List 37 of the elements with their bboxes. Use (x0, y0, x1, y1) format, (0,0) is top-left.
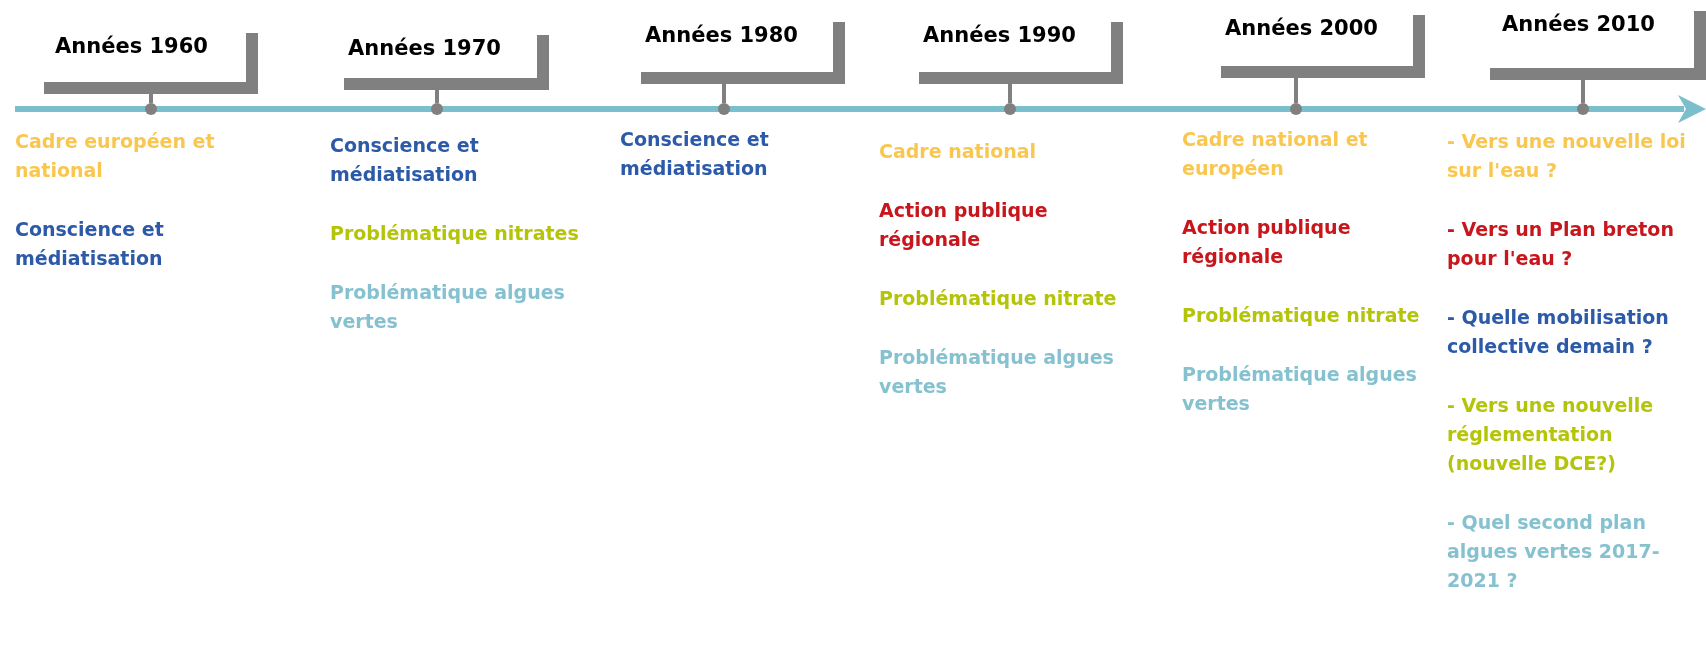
timeline-note: Problématique algues vertes (1182, 362, 1418, 416)
timeline-note: - Quelle mobilisation collective demain ? (1447, 305, 1670, 359)
year-bracket (1490, 11, 1706, 80)
connector-stem (1008, 84, 1012, 103)
timeline-note: Conscience et médiatisation (330, 133, 480, 187)
year-label: Années 1960 (55, 33, 208, 59)
timeline-note: Problématique algues vertes (330, 280, 566, 334)
timeline-note: Action publique régionale (1182, 215, 1352, 269)
timeline-note: Problématique nitrates (330, 221, 580, 246)
timeline-note: Conscience et médiatisation (620, 127, 770, 181)
timeline-note: - Vers une nouvelle réglementation (nouvelle DCE?) (1447, 393, 1655, 476)
connector-stem (1581, 80, 1585, 103)
timeline-note: Cadre national et européen (1182, 127, 1369, 181)
year-label: Années 1970 (348, 35, 501, 61)
timeline-note: Action publique régionale (879, 198, 1049, 252)
year-label: Années 1990 (923, 22, 1076, 48)
timeline-note: - Vers une nouvelle loi sur l'eau ? (1447, 129, 1687, 183)
timeline-note: Problématique algues vertes (879, 345, 1115, 399)
connector-stem (435, 90, 439, 103)
year-bracket (344, 35, 549, 90)
year-label: Années 2000 (1225, 15, 1378, 41)
timeline-note: - Vers un Plan breton pour l'eau ? (1447, 217, 1675, 271)
timeline-note: Problématique nitrate (879, 286, 1118, 311)
year-label: Années 1980 (645, 22, 798, 48)
connector-stem (149, 94, 153, 103)
year-bracket (919, 22, 1123, 84)
year-bracket (44, 33, 258, 94)
connector-stem (722, 84, 726, 103)
timeline-note: Conscience et médiatisation (15, 217, 165, 271)
timeline-note: Cadre national (879, 139, 1038, 164)
timeline-note: Problématique nitrate (1182, 303, 1421, 328)
year-label: Années 2010 (1502, 11, 1655, 37)
connector-stem (1294, 78, 1298, 103)
year-bracket (641, 22, 845, 84)
year-bracket (1221, 15, 1425, 78)
timeline-note: Cadre européen et national (15, 129, 216, 183)
timeline-note: - Quel second plan algues vertes 2017-2021 ? (1447, 510, 1661, 593)
